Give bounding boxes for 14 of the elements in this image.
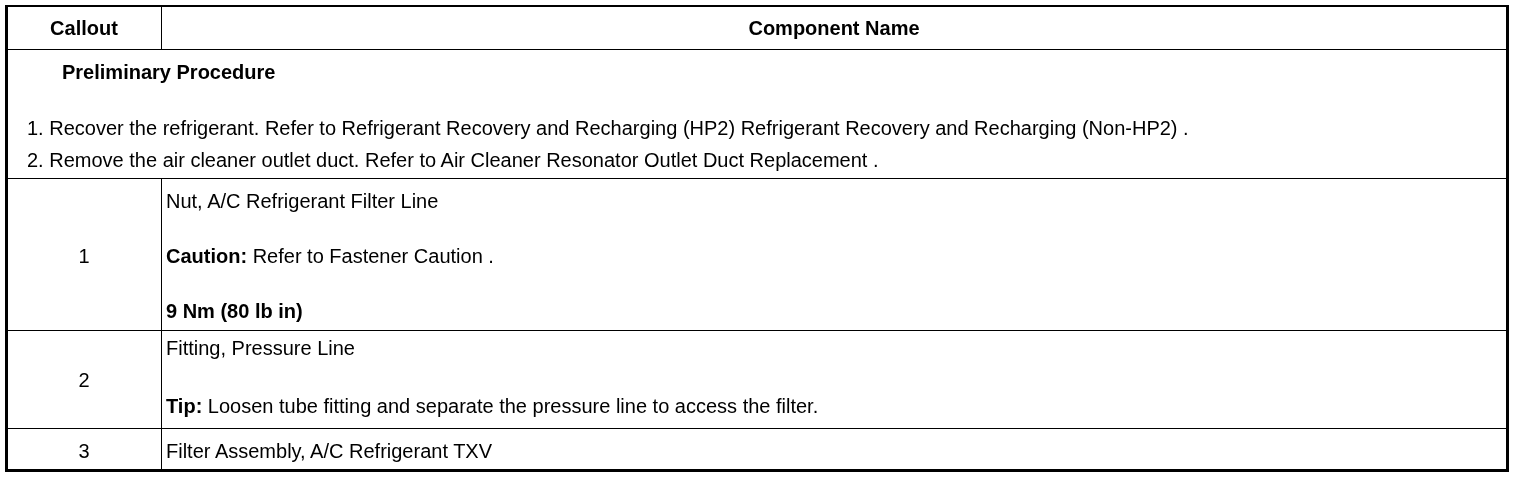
procedure-step: 2. Remove the air cleaner outlet duct. Refer to Air Cleaner Resonator Outlet Duct Replacement . <box>27 148 879 172</box>
component-name: Filter Assembly, A/C Refrigerant TXV <box>166 439 493 463</box>
torque-spec: 9 Nm (80 lb in) <box>166 299 303 323</box>
component-name: Nut, A/C Refrigerant Filter Line <box>166 189 439 213</box>
tip-note: Tip: Loosen tube fitting and separate the pressure line to access the filter. <box>166 394 819 418</box>
callout-number: 3 <box>78 439 90 463</box>
column-header: Callout <box>50 16 118 40</box>
component-name: Fitting, Pressure Line <box>166 336 355 360</box>
procedure-step: 1. Recover the refrigerant. Refer to Refrigerant Recovery and Recharging (HP2) Refrigerant Recovery and Recharging (Non-HP2) . <box>27 116 1189 140</box>
caution-note: Caution: Refer to Fastener Caution . <box>166 244 494 268</box>
callout-number: 2 <box>78 368 90 392</box>
section-heading: Preliminary Procedure <box>62 60 276 84</box>
column-header: Component Name <box>748 16 920 40</box>
callout-number: 1 <box>78 244 90 268</box>
